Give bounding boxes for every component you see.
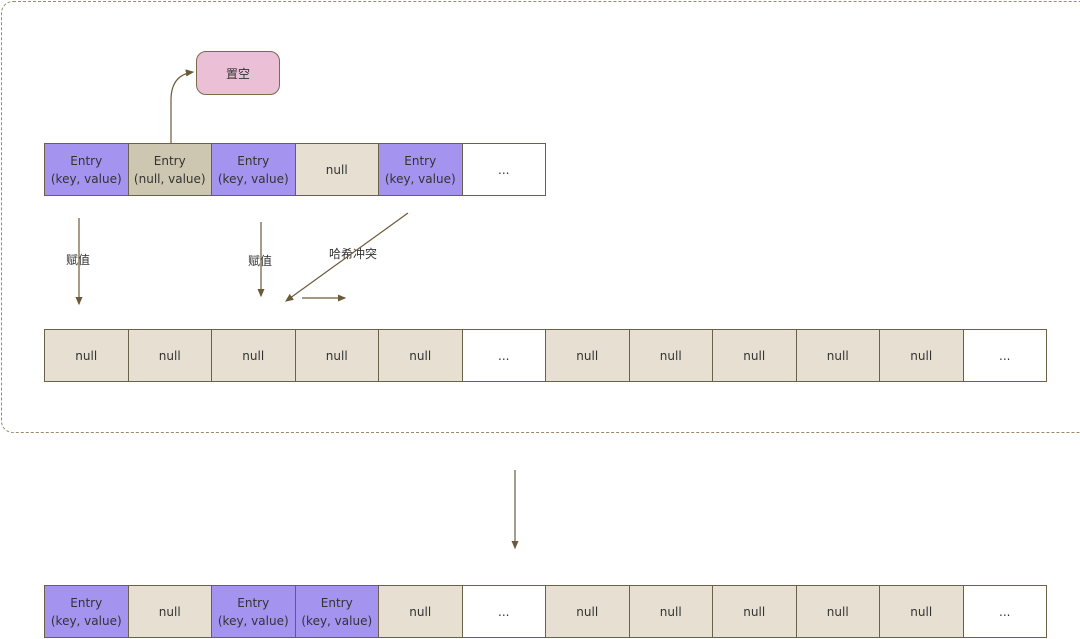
result-table-cell-text: Entry (key, value) <box>217 595 289 628</box>
old-table-cell: Entry (key, value) <box>378 143 463 196</box>
result-table-cell-text: Entry (key, value) <box>301 595 373 628</box>
assign-label-1: 赋值 <box>66 253 91 267</box>
old-table-cell: ... <box>461 143 546 196</box>
result-table-cell: null <box>712 585 797 638</box>
hash-collision-arrow <box>285 212 409 302</box>
new-table-cell-text: null <box>743 348 766 363</box>
result-table-cell: Entry (key, value) <box>44 585 129 638</box>
result-table-cell: ... <box>461 585 546 638</box>
result-table-cell-text: ... <box>999 604 1011 619</box>
new-table-cell-text: null <box>325 348 348 363</box>
old-table-cell: Entry (key, value) <box>211 143 296 196</box>
new-table-cell: null <box>712 329 797 382</box>
new-table-cell: null <box>545 329 630 382</box>
result-table-row: Entry (key, value) null Entry (key, value)… <box>44 585 1047 638</box>
result-table-cell-text: null <box>910 604 933 619</box>
new-table-cell-text: null <box>409 348 432 363</box>
new-table-cell: null <box>628 329 713 382</box>
new-table-cell: null <box>294 329 379 382</box>
result-table-cell-text: null <box>659 604 682 619</box>
old-table-cell-text: null <box>325 162 348 177</box>
result-table-cell: null <box>127 585 212 638</box>
reset-label: 置空 <box>225 66 250 81</box>
result-table-cell: Entry (key, value) <box>211 585 296 638</box>
new-table-cell-text: null <box>158 348 181 363</box>
new-table-cell: null <box>378 329 463 382</box>
rehash-region-frame <box>1 1 1080 433</box>
new-table-cell-text: null <box>576 348 599 363</box>
new-table-cell-text: ... <box>999 348 1011 363</box>
new-table-cell: ... <box>461 329 546 382</box>
result-table-cell-text: Entry (key, value) <box>50 595 122 628</box>
new-table-cell: null <box>127 329 212 382</box>
old-table-cell-text: ... <box>498 162 510 177</box>
new-table-cell: ... <box>962 329 1047 382</box>
result-table-cell-text: ... <box>498 604 510 619</box>
result-table-cell: Entry (key, value) <box>294 585 379 638</box>
result-table-cell: null <box>795 585 880 638</box>
new-table-cell: null <box>211 329 296 382</box>
new-table-cell-text: ... <box>498 348 510 363</box>
new-table-cell: null <box>44 329 129 382</box>
old-table-row: Entry (key, value) Entry (null, value) Ent… <box>44 143 546 196</box>
assign-label-2: 赋值 <box>248 254 273 268</box>
result-table-cell-text: null <box>743 604 766 619</box>
old-table-cell-text: Entry (key, value) <box>50 153 122 186</box>
new-table-cell-text: null <box>242 348 265 363</box>
reset-node: 置空 <box>196 51 280 95</box>
result-table-cell: null <box>879 585 964 638</box>
result-table-cell: null <box>628 585 713 638</box>
result-table-cell: null <box>545 585 630 638</box>
new-table-cell-text: null <box>910 348 933 363</box>
new-table-row: null null null null null... null null null null n… <box>44 329 1047 382</box>
hash-collision-label: 哈希冲突 <box>329 247 378 261</box>
result-table-cell-text: null <box>158 604 181 619</box>
result-table-cell: ... <box>962 585 1047 638</box>
result-table-cell-text: null <box>826 604 849 619</box>
old-table-cell-text: Entry (key, value) <box>217 153 289 186</box>
new-table-cell: null <box>879 329 964 382</box>
old-table-cell: Entry (key, value) <box>44 143 129 196</box>
result-table-cell-text: null <box>409 604 432 619</box>
old-table-cell: null <box>294 143 379 196</box>
new-table-cell-text: null <box>659 348 682 363</box>
result-table-cell: null <box>378 585 463 638</box>
reset-arrow <box>170 69 195 143</box>
new-table-cell: null <box>795 329 880 382</box>
old-table-cell-text: Entry (null, value) <box>133 153 206 186</box>
new-table-cell-text: null <box>826 348 849 363</box>
result-table-cell-text: null <box>576 604 599 619</box>
new-table-cell-text: null <box>75 348 98 363</box>
old-table-cell-text: Entry (key, value) <box>384 153 456 186</box>
